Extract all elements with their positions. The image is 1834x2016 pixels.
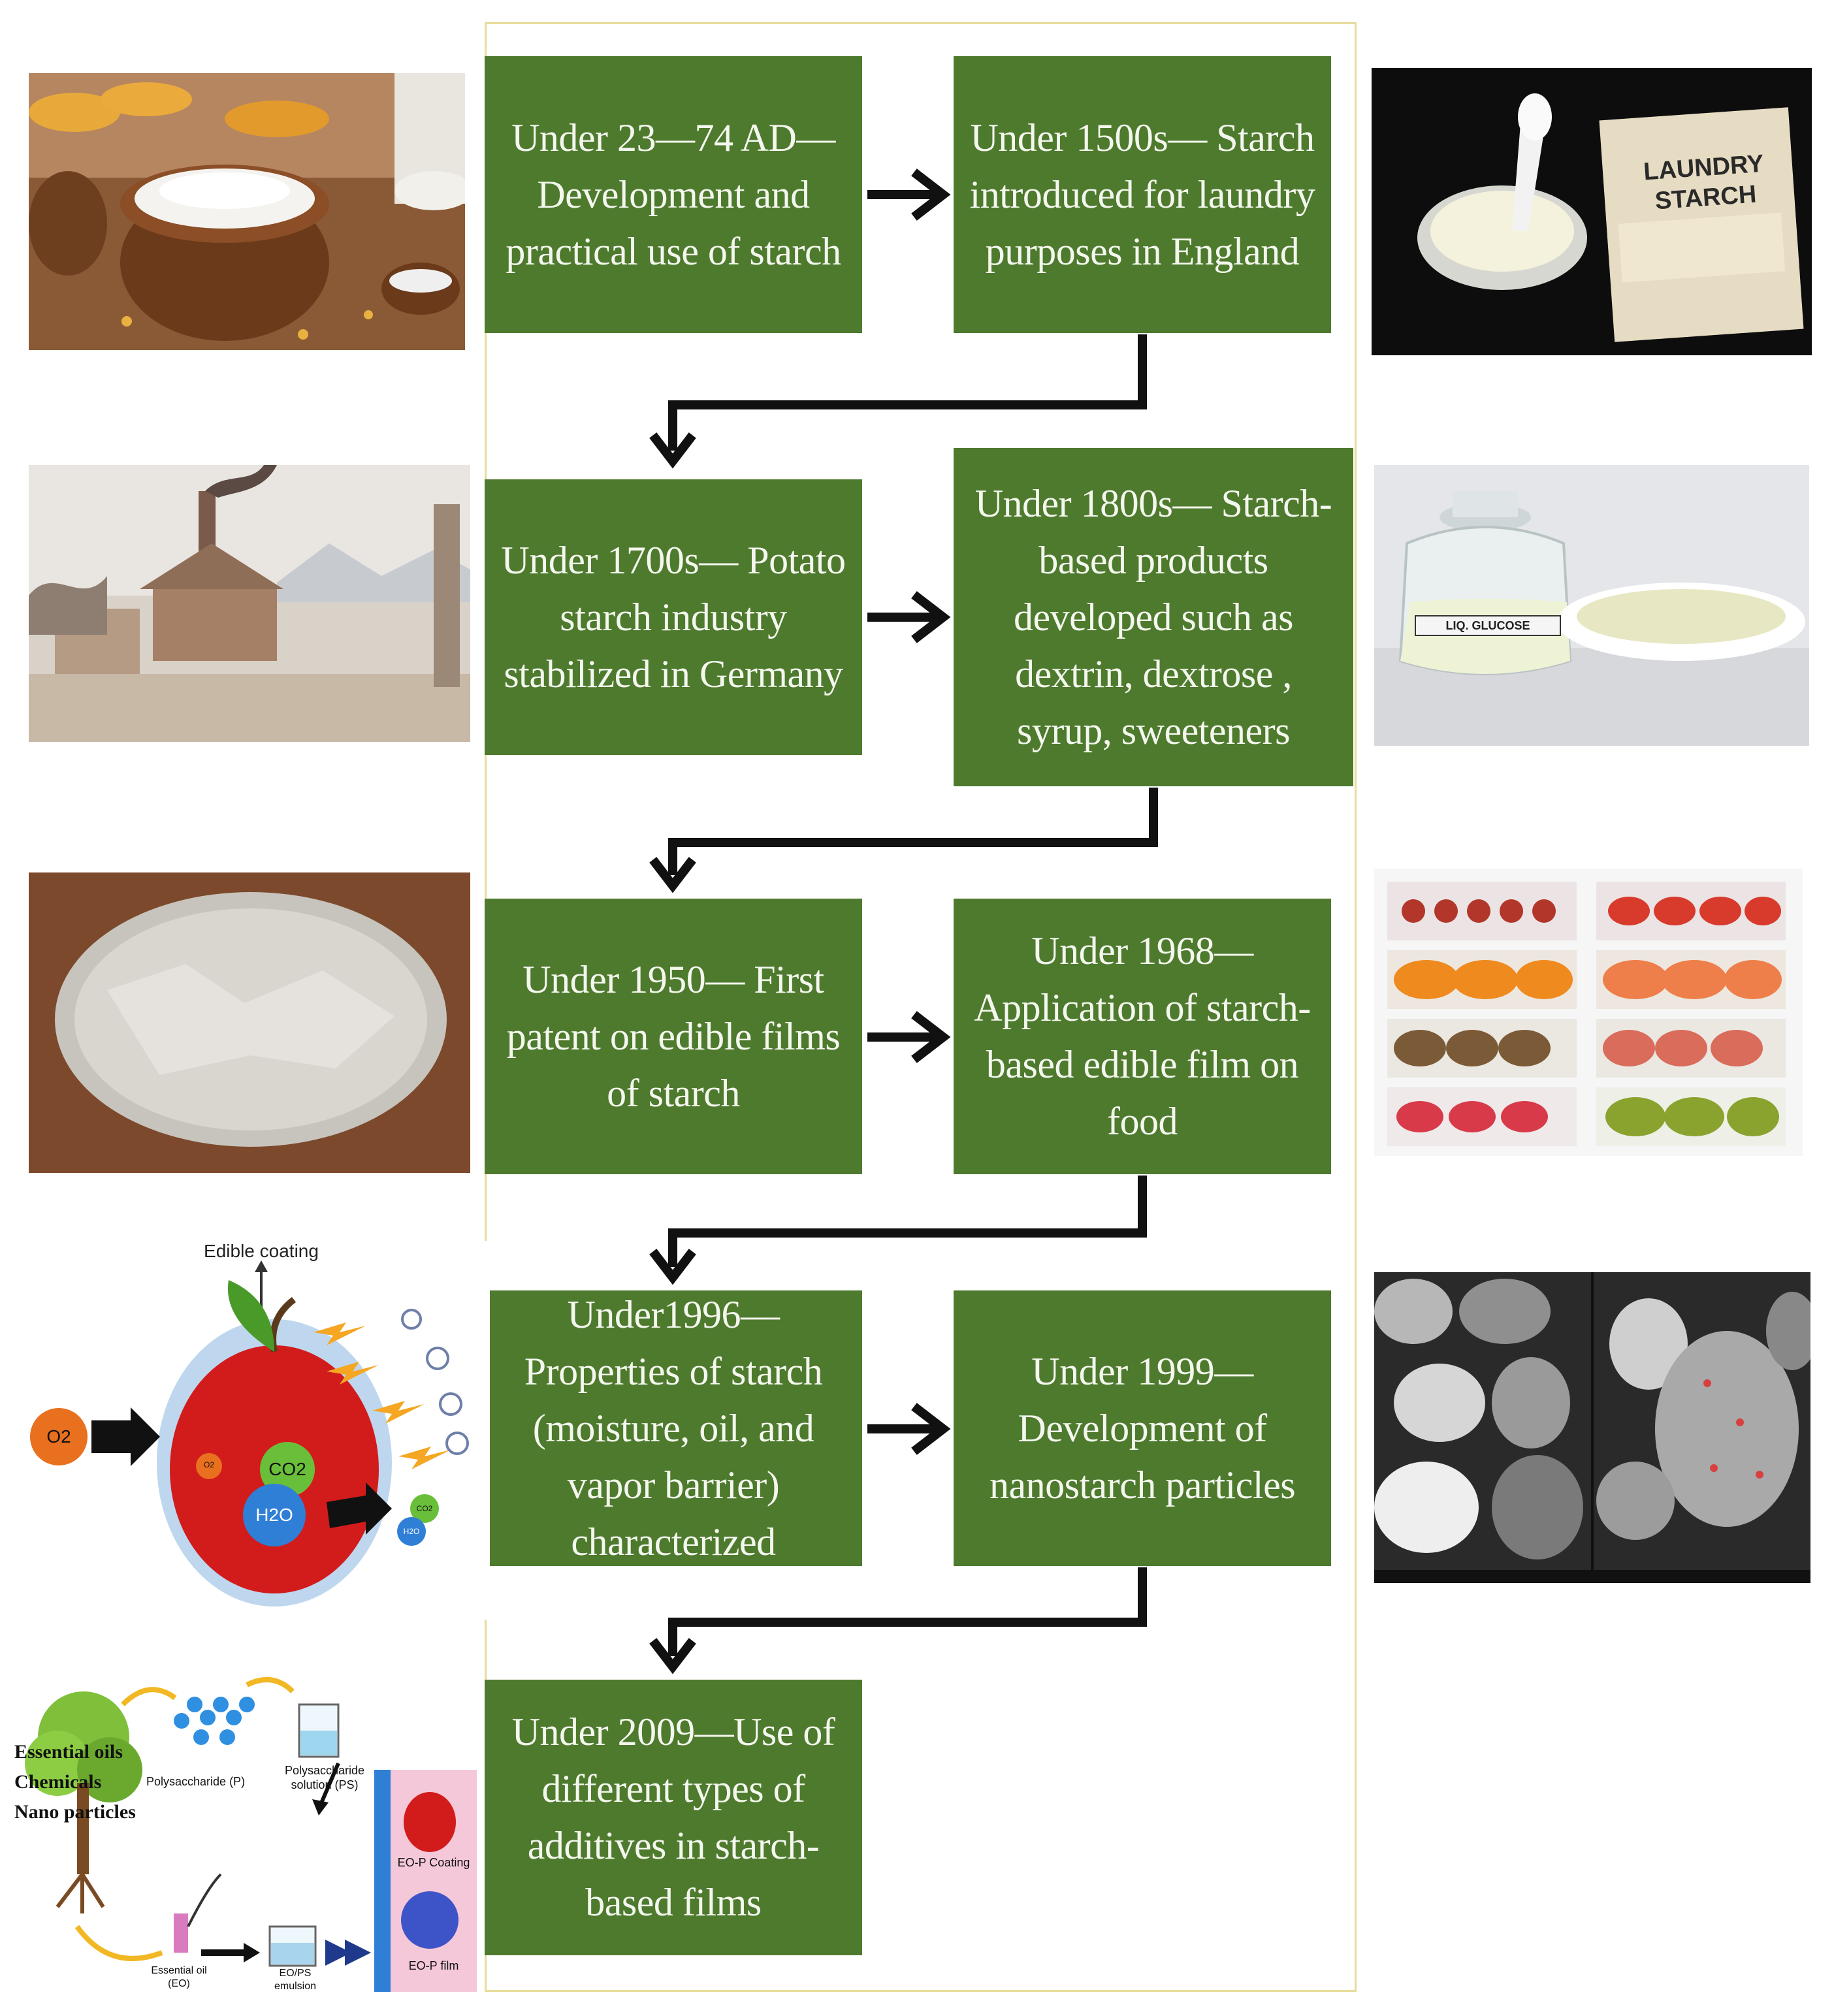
arrow-connector-2 <box>668 788 1158 875</box>
emulsion-label: EO/PS emulsion <box>274 1968 317 1992</box>
arrow-connector-3 <box>668 1176 1147 1267</box>
glucose-jar-label: LIQ. GLUCOSE <box>1415 615 1561 636</box>
edible-coating-label: Edible coating <box>204 1241 319 1261</box>
tree-label-nano-particles: Nano particles <box>14 1801 136 1823</box>
edible-starch-film-photo <box>29 872 470 1173</box>
edible-coating-apple-diagram: Edible coating O2 O2 CO2 H2O CO2 H2O <box>20 1241 490 1620</box>
nanostarch-sem-image <box>1374 1272 1810 1583</box>
coated-fruits-photo <box>1374 869 1803 1156</box>
essential-oil-coating-diagram: Essential oils Chemicals Nano particles … <box>12 1665 477 1992</box>
timeline-box-1950: Under 1950— First patent on edible films… <box>485 899 862 1174</box>
timeline-box-1500s: Under 1500s— Starch introduced for laund… <box>954 56 1331 333</box>
laundry-pack-label: LAUNDRY STARCH <box>1642 150 1765 216</box>
laundry-starch-photo: LAUNDRY STARCH <box>1372 68 1812 355</box>
tree-label-chemicals: Chemicals <box>14 1771 102 1793</box>
liquid-glucose-photo: LIQ. GLUCOSE <box>1374 465 1809 746</box>
o2-small-label: O2 <box>203 1460 214 1469</box>
eo-p-film-label: EO-P film <box>408 1959 459 1972</box>
polysaccharide-label: Polysaccharide (P) <box>146 1775 246 1788</box>
tree-labels: Essential oils Chemicals Nano particles <box>14 1737 158 1827</box>
starch-bowl-photo <box>29 73 465 350</box>
potato-starch-factory-sketch <box>29 465 470 742</box>
timeline-box-1968: Under 1968— Application of starch-based … <box>954 899 1331 1174</box>
co2-small-label: CO2 <box>416 1504 433 1513</box>
eo-p-coating-label: EO-P Coating <box>397 1856 470 1869</box>
timeline-box-1996: Under1996— Properties of starch (moistur… <box>485 1290 862 1566</box>
tree-label-essential-oils: Essential oils <box>14 1741 123 1763</box>
timeline-box-2009: Under 2009—Use of different types of add… <box>485 1680 862 1955</box>
o2-label: O2 <box>46 1426 71 1447</box>
timeline-box-1999: Under 1999— Development of nanostarch pa… <box>954 1290 1331 1566</box>
h2o-small-label: H2O <box>403 1527 420 1536</box>
essential-oil-label: Essential oil (EO) <box>151 1965 207 1989</box>
timeline-box-1800s: Under 1800s— Starch-based products devel… <box>954 448 1353 786</box>
timeline-box-1700s: Under 1700s— Potato starch industry stab… <box>485 479 862 755</box>
co2-label: CO2 <box>268 1459 306 1479</box>
arrow-connector-1 <box>668 334 1147 451</box>
h2o-label: H2O <box>255 1505 293 1525</box>
arrow-connector-4 <box>668 1567 1147 1656</box>
polysaccharide-solution-label: Polysaccharide solution (PS) <box>284 1764 365 1791</box>
timeline-box-23-74ad: Under 23—74 AD— Development and practica… <box>485 56 862 333</box>
